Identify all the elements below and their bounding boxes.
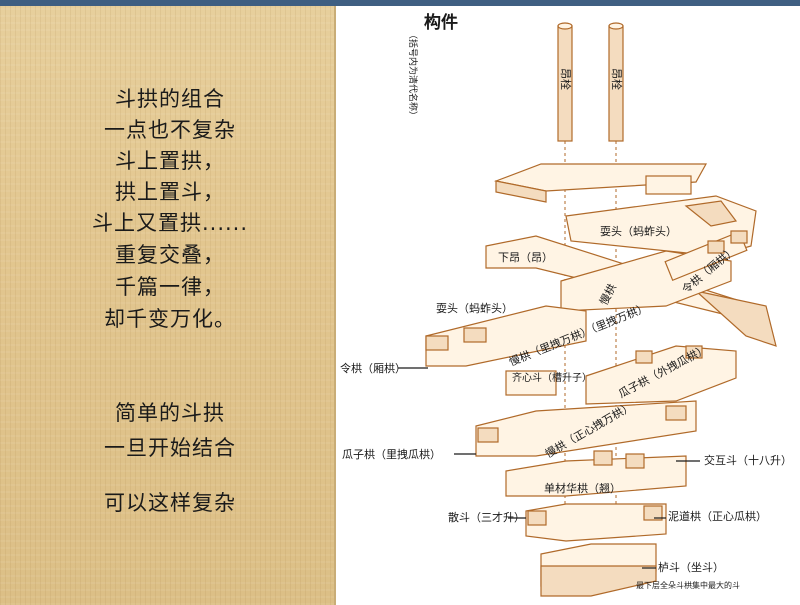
qixindou-block xyxy=(505,370,557,396)
intro-line-3: 斗上置拱， xyxy=(115,149,225,173)
wood-texture-panel xyxy=(0,6,334,605)
label-ludou: 栌斗（坐斗） xyxy=(658,560,724,574)
label-nidao: 泥道栱（正心瓜栱） xyxy=(668,509,767,523)
intro-line-2: 一点也不复杂 xyxy=(104,118,236,142)
diagram-subtitle: （括号内为清代名称） xyxy=(407,30,419,120)
zhengxin-tier xyxy=(475,400,697,457)
huagong-tier xyxy=(505,450,687,497)
label-shuatou-left: 耍头（蚂蚱头） xyxy=(436,301,513,315)
label-danjiao: 单材华栱（翘） xyxy=(544,481,621,495)
upper-right-arms xyxy=(560,230,748,312)
intro-line-1: 斗拱的组合 xyxy=(115,87,225,111)
label-qixindou: 齐心斗（槽升子） xyxy=(512,371,592,384)
label-shuatou-top: 耍头（蚂蚱头） xyxy=(600,224,677,238)
diagram-title: 构件 xyxy=(424,12,458,33)
top-lever-block xyxy=(493,163,708,203)
peg-label-left: 昂栓 xyxy=(559,68,573,90)
intro-line-7: 千篇一律， xyxy=(115,275,225,299)
panel-divider xyxy=(334,6,336,605)
label-lingong-left: 令栱（厢栱） xyxy=(340,361,406,375)
peg-label-right: 昂栓 xyxy=(610,68,624,90)
intro-line-6: 重复交叠， xyxy=(115,243,225,267)
closing-line-1: 简单的斗拱 xyxy=(115,401,225,425)
label-sandou: 散斗（三才升） xyxy=(448,510,525,524)
label-xiaang: 下昂（昂） xyxy=(498,251,553,264)
ludou-base xyxy=(540,543,657,597)
intro-line-5: 斗上又置拱...... xyxy=(91,211,249,235)
middle-right-arms xyxy=(585,345,737,405)
dougong-exploded-diagram: 构件 （括号内为清代名称） 昂栓 昂栓 耍头（蚂蚱头） 下昂（昂） 慢栱 令栱（… xyxy=(340,12,792,597)
closing-line-3: 可以这样复杂 xyxy=(104,491,236,515)
slide-top-bar xyxy=(0,0,800,6)
intro-line-4: 拱上置斗， xyxy=(115,180,225,204)
label-guazi-inner: 瓜子栱（里拽瓜栱） xyxy=(342,447,441,461)
middle-left-arms xyxy=(425,305,587,367)
label-ludou-note: 最下层全朵斗栱集中最大的斗 xyxy=(636,580,740,590)
label-jiaohudou: 交互斗（十八升） xyxy=(704,453,792,467)
closing-line-2: 一旦开始结合 xyxy=(104,436,236,460)
nidao-tier xyxy=(525,503,667,542)
intro-line-8: 却千变万化。 xyxy=(104,307,236,331)
